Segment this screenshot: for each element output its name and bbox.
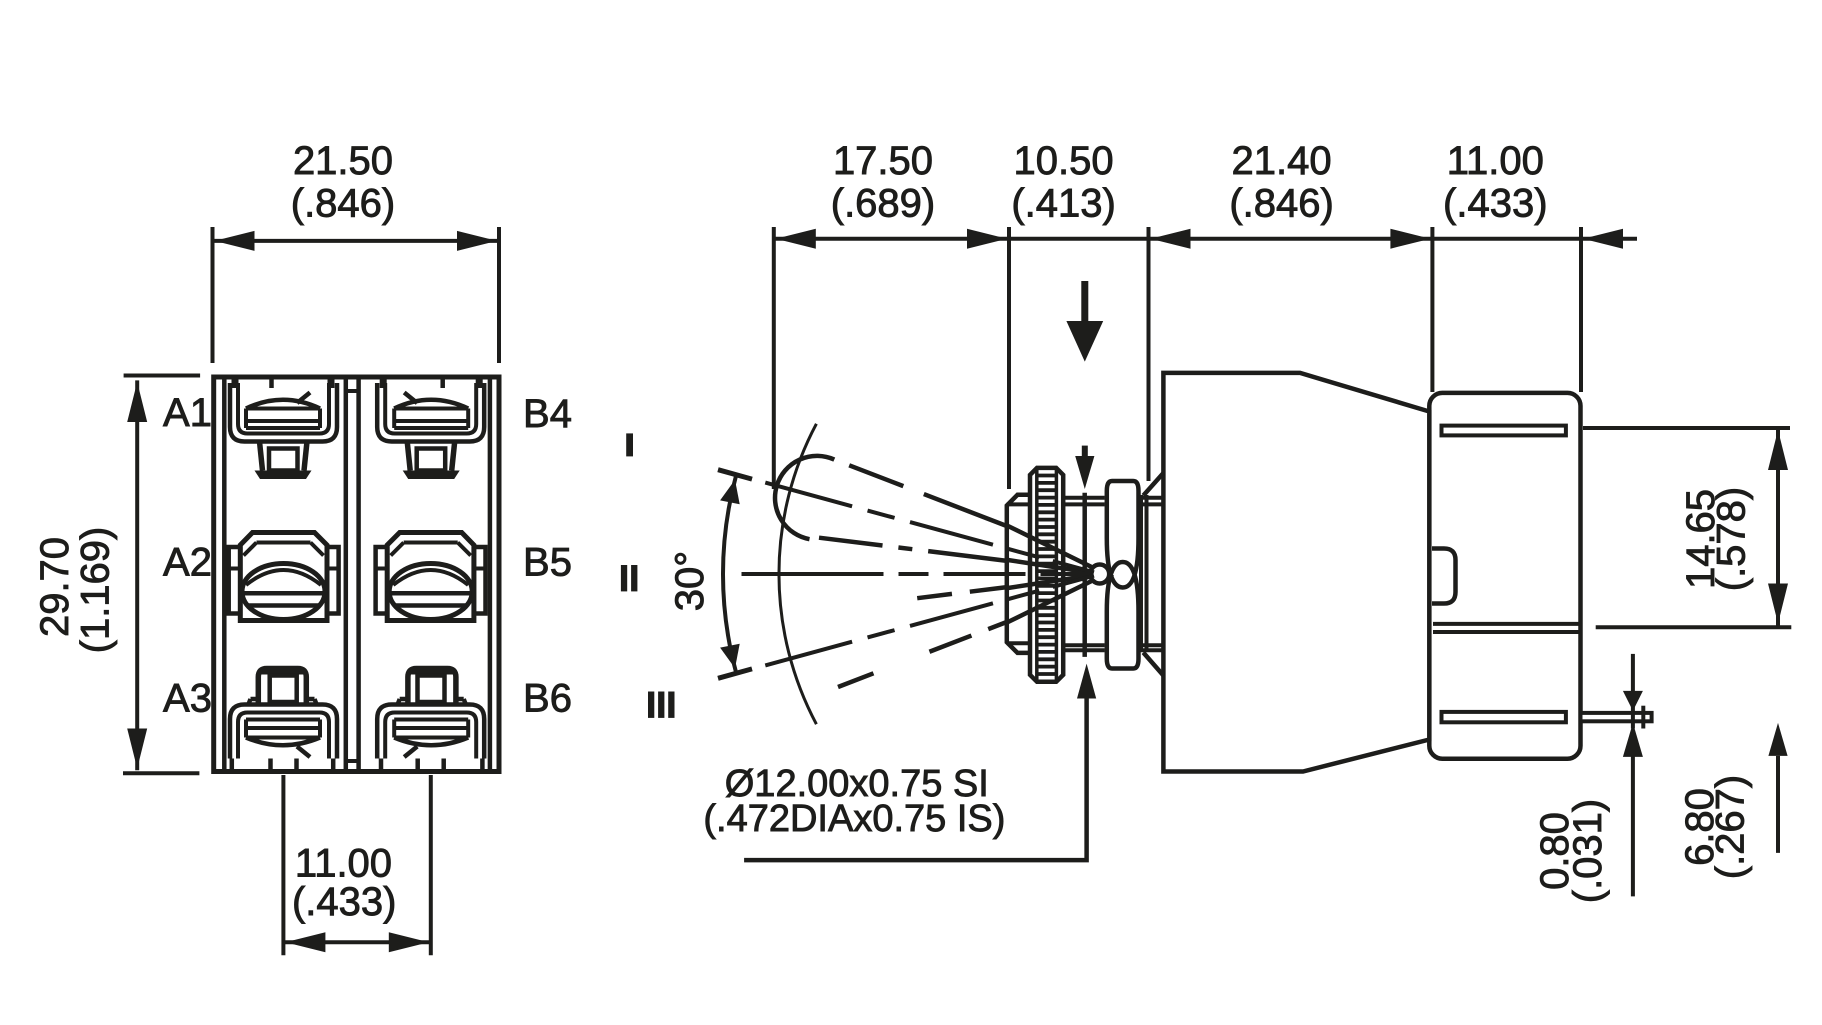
- svg-text:B5: B5: [523, 540, 572, 584]
- svg-text:6.80: 6.80: [1678, 788, 1722, 866]
- svg-text:29.70: 29.70: [33, 537, 77, 637]
- svg-text:0.80: 0.80: [1533, 812, 1577, 890]
- svg-text:(.472DIAx0.75 IS): (.472DIAx0.75 IS): [703, 798, 1005, 840]
- svg-text:17.50: 17.50: [833, 139, 933, 183]
- svg-text:B4: B4: [523, 392, 572, 436]
- svg-text:21.50: 21.50: [293, 139, 393, 183]
- svg-text:(.846): (.846): [1229, 182, 1334, 226]
- svg-text:(.846): (.846): [291, 182, 396, 226]
- svg-text:B6: B6: [523, 677, 572, 721]
- svg-text:14.65: 14.65: [1679, 489, 1723, 589]
- svg-text:(.413): (.413): [1011, 182, 1116, 226]
- svg-text:A1: A1: [163, 391, 212, 435]
- svg-text:21.40: 21.40: [1232, 139, 1332, 183]
- svg-text:10.50: 10.50: [1014, 139, 1114, 183]
- svg-text:Ø12.00x0.75 SI: Ø12.00x0.75 SI: [725, 763, 989, 805]
- svg-text:11.00: 11.00: [295, 841, 392, 885]
- svg-text:(.267): (.267): [1709, 775, 1753, 880]
- svg-text:(.433): (.433): [292, 880, 397, 924]
- svg-text:(.433): (.433): [1443, 182, 1548, 226]
- svg-text:A2: A2: [163, 540, 212, 584]
- svg-text:(.578): (.578): [1710, 487, 1754, 592]
- svg-text:A3: A3: [163, 677, 212, 721]
- svg-text:(.031): (.031): [1566, 799, 1610, 904]
- svg-text:(.689): (.689): [831, 182, 936, 226]
- svg-text:11.00: 11.00: [1447, 139, 1544, 183]
- svg-text:30°: 30°: [668, 551, 712, 612]
- svg-text:(1.169): (1.169): [74, 527, 118, 654]
